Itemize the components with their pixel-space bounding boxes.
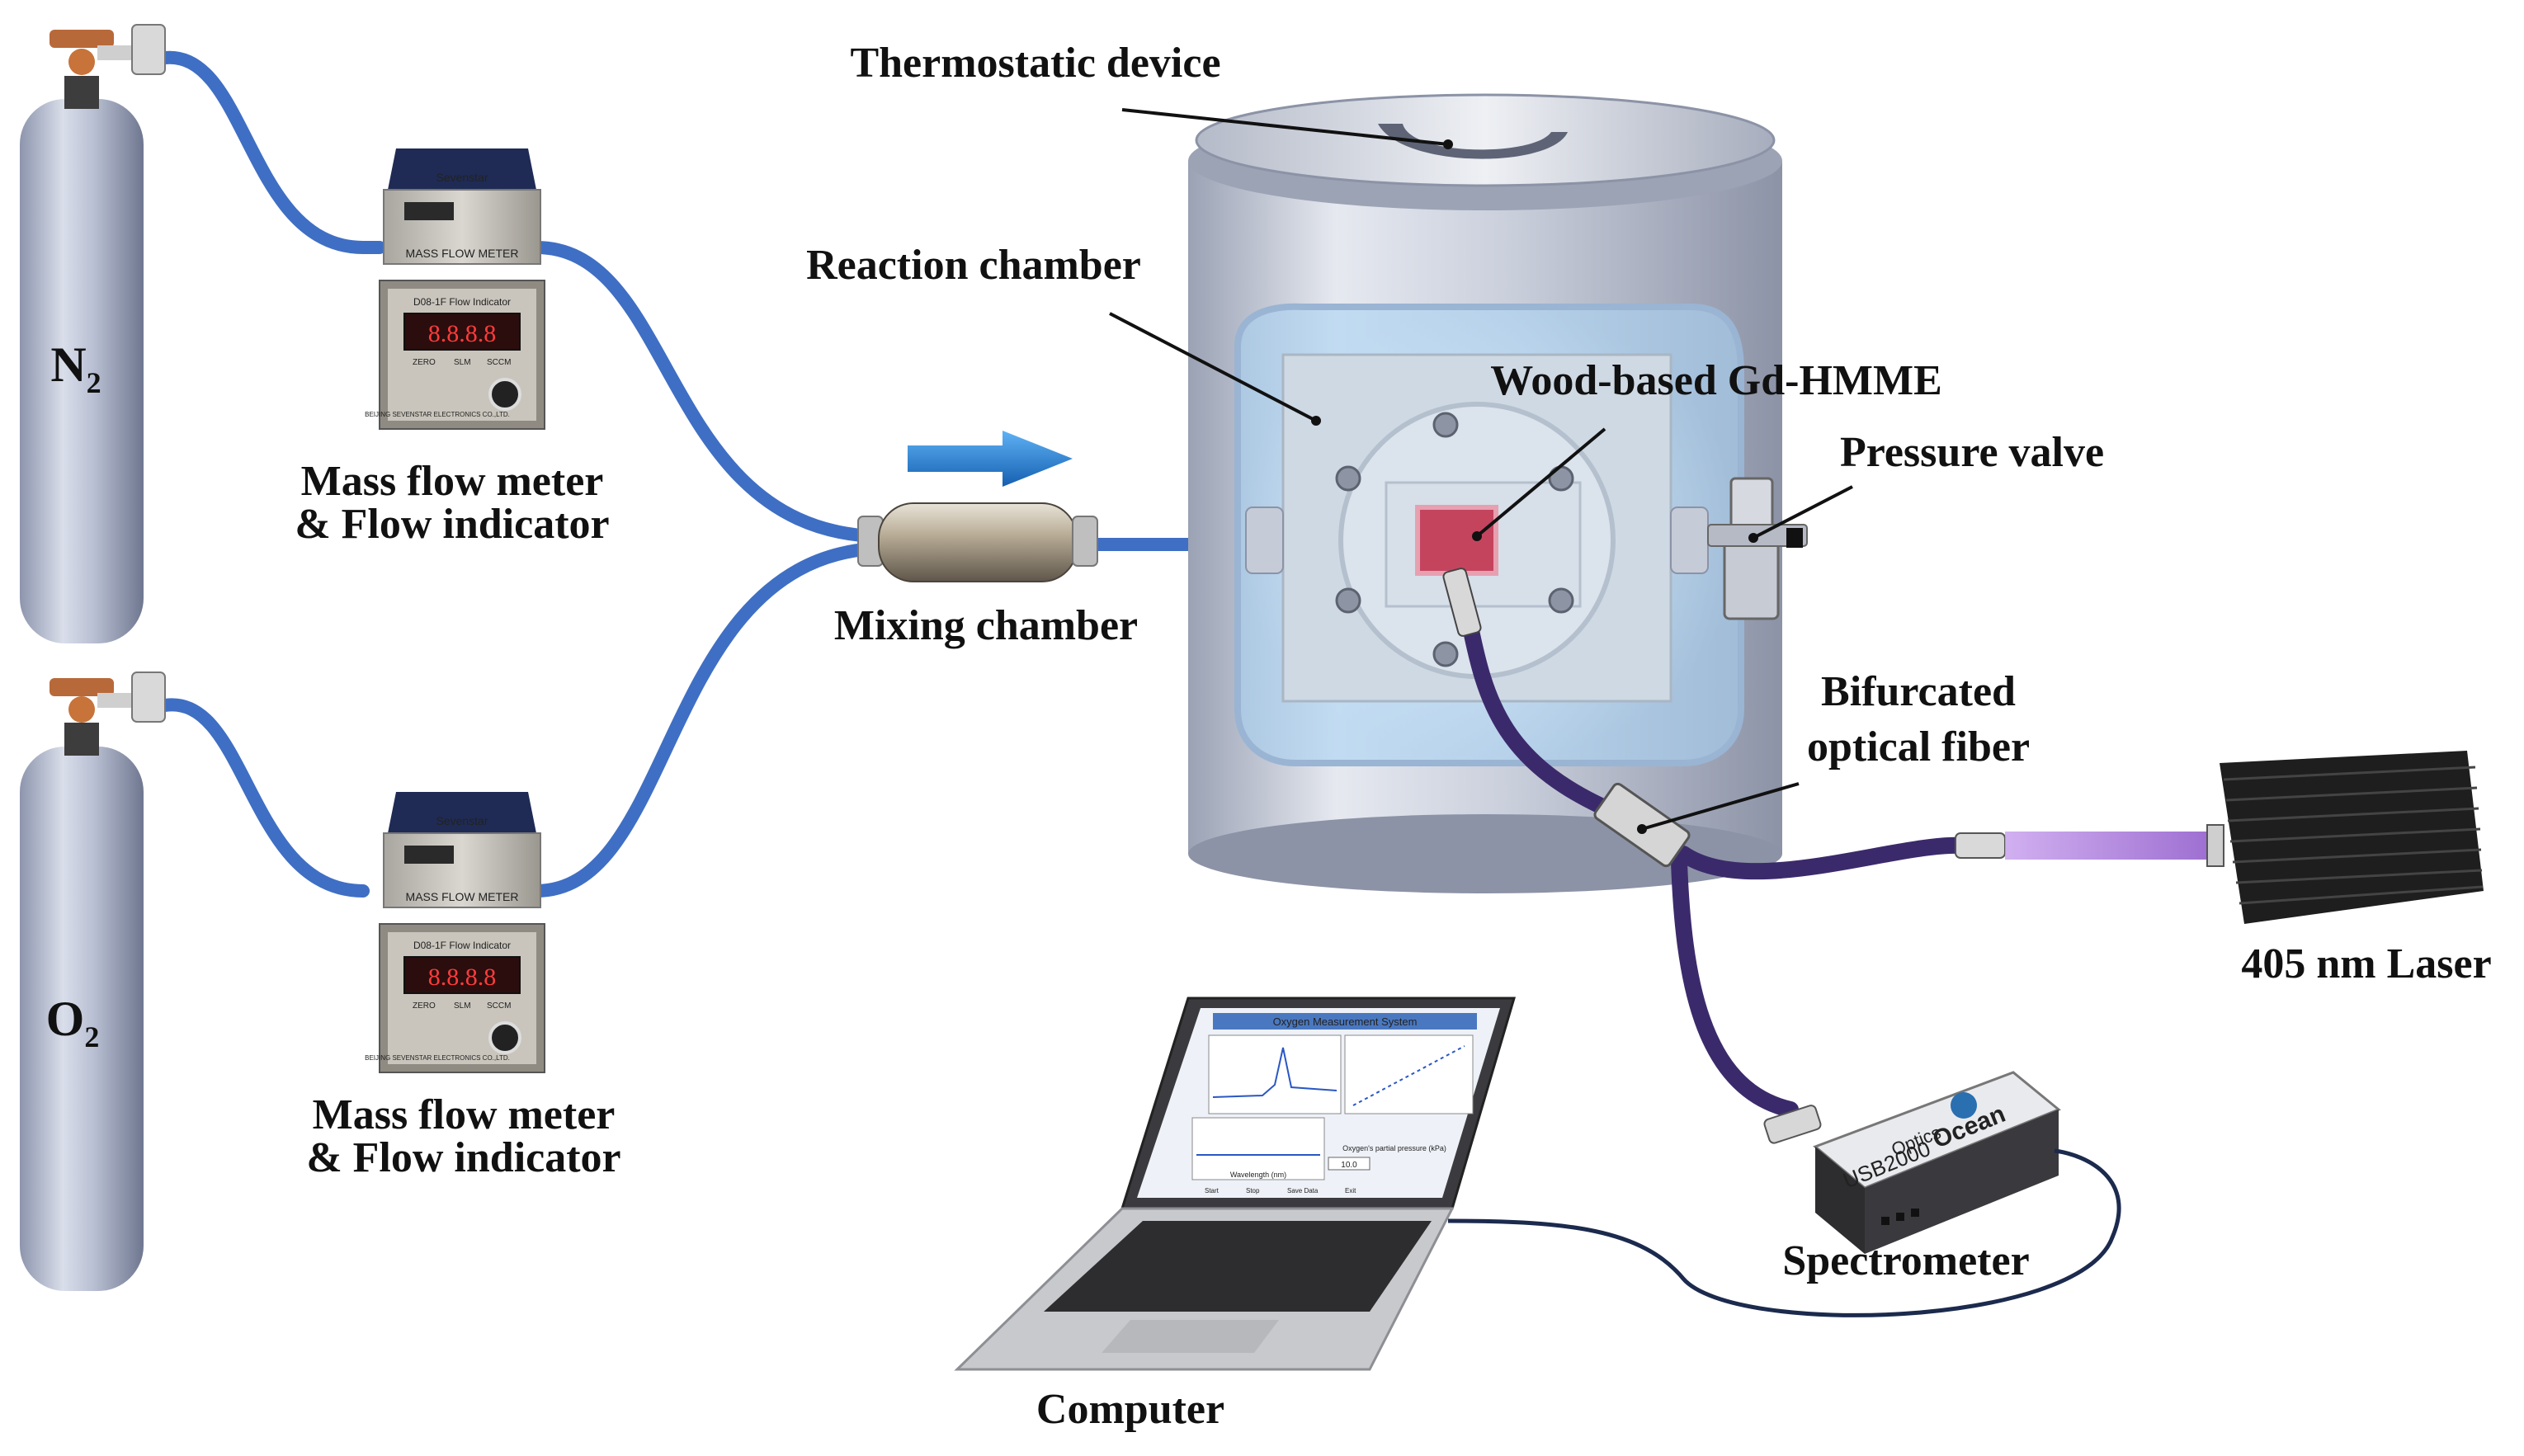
key-slm: SLM	[454, 358, 471, 367]
reaction-chamber-label: Reaction chamber	[806, 242, 1141, 289]
fiber-label-line2: optical fiber	[1807, 723, 2030, 770]
wood-sample-label: Wood-based Gd-HMME	[1490, 357, 1942, 404]
spectrum-plot	[1208, 1034, 1342, 1114]
key-zero: ZERO	[413, 1001, 436, 1011]
software-tab-exit: Exit	[1345, 1187, 1356, 1194]
key-zero: ZERO	[413, 358, 436, 367]
meter-brand: Sevenstar	[436, 171, 488, 184]
gas-cylinder-icon	[20, 747, 144, 1291]
key-sccm: SCCM	[487, 358, 511, 367]
leader-reaction-chamber	[1109, 312, 1317, 422]
indicator-title: D08-1F Flow Indicator	[413, 940, 511, 951]
mass-flow-label-1-line1: Mass flow meter	[301, 458, 604, 505]
mixing-chamber	[857, 502, 1098, 582]
tube-n2-to-meter	[158, 50, 386, 254]
meter-maker: BEIJING SEVENSTAR ELECTRONICS CO.,LTD.	[365, 411, 510, 418]
meter-knob	[488, 1021, 521, 1054]
fiber-probe-branch	[1460, 610, 1634, 825]
software-tab-stop: Stop	[1246, 1187, 1260, 1194]
fiber-laser-branch	[1675, 836, 1972, 880]
meter-knob	[488, 378, 521, 411]
software-title: Oxygen Measurement System	[1273, 1015, 1418, 1028]
o2-label: O2	[46, 992, 100, 1053]
thermostatic-reaction-chamber	[1188, 93, 1808, 893]
laser-label: 405 nm Laser	[2241, 940, 2491, 987]
software-tab-save: Save Data	[1287, 1187, 1319, 1194]
spectrometer-device: Ocean Optics USB2000	[1763, 1071, 2061, 1254]
meter-display: 8.8.8.8	[428, 964, 497, 991]
key-sccm: SCCM	[487, 1001, 511, 1011]
thermostatic-device-label: Thermostatic device	[850, 40, 1220, 87]
flow-arrow-icon	[908, 431, 1073, 487]
laser-module	[1955, 751, 2484, 924]
ocean-optics-logo	[1951, 1092, 1977, 1119]
meter-brand: Sevenstar	[436, 814, 488, 827]
n2-label: N2	[50, 337, 101, 399]
gas-cylinder-icon	[20, 99, 144, 643]
mixing-chamber-label: Mixing chamber	[834, 602, 1138, 649]
calibration-plot	[1344, 1034, 1474, 1114]
software-tab-start: Start	[1205, 1187, 1220, 1194]
tube-meter1-to-mixer	[530, 241, 881, 543]
laptop-icon: Oxygen Measurement System Wavelength (nm…	[954, 997, 1517, 1371]
thermostat-lid	[1195, 93, 1776, 187]
spectrometer-label: Spectrometer	[1782, 1237, 2029, 1284]
mass-flow-label-1-line2: & Flow indicator	[295, 501, 609, 548]
indicator-title: D08-1F Flow Indicator	[413, 296, 511, 308]
leader-thermostat	[1121, 108, 1449, 146]
leader-pressure-valve	[1753, 485, 1853, 540]
time-plot	[1191, 1117, 1325, 1180]
usb-cable	[1447, 1148, 2121, 1317]
computer-label: Computer	[1036, 1386, 1224, 1433]
tube-meter2-to-mixer	[530, 542, 881, 898]
mass-flow-meter-2: Sevenstar MASS FLOW METER D08-1F Flow In…	[365, 792, 545, 1073]
software-readout-value: 10.0	[1341, 1161, 1357, 1170]
tube-o2-to-meter	[158, 698, 370, 898]
fiber-label-line1: Bifurcated	[1821, 668, 2016, 715]
pressure-valve-label: Pressure valve	[1840, 429, 2104, 476]
software-readout-label: Oxygen's partial pressure (kPa)	[1342, 1144, 1446, 1152]
mass-flow-label-2-line1: Mass flow meter	[313, 1091, 616, 1138]
laptop-keyboard	[1044, 1221, 1432, 1312]
fiber-probe	[1442, 568, 1482, 637]
key-slm: SLM	[454, 1001, 471, 1011]
meter-display: 8.8.8.8	[428, 320, 497, 347]
gas-tubing	[158, 50, 1203, 898]
meter-title: MASS FLOW METER	[406, 247, 519, 260]
laser-beam	[2005, 832, 2211, 860]
leader-fiber	[1641, 782, 1800, 831]
laser-module-icon	[2206, 751, 2484, 924]
leader-wood-sample	[1475, 427, 1606, 538]
fiber-spectrometer-branch	[1671, 854, 1799, 1118]
meter-title: MASS FLOW METER	[406, 890, 519, 903]
mass-flow-label-2-line2: & Flow indicator	[306, 1134, 620, 1181]
n2-gas-cylinder: N2	[20, 24, 166, 643]
meter-maker: BEIJING SEVENSTAR ELECTRONICS CO.,LTD.	[365, 1054, 510, 1062]
wood-sample	[1415, 505, 1498, 576]
o2-gas-cylinder: O2	[20, 671, 166, 1291]
optical-fibers	[1460, 610, 1972, 1118]
laptop-trackpad	[1102, 1320, 1279, 1353]
software-xlabel: Wavelength (nm)	[1230, 1171, 1286, 1179]
thermostat-handle	[1378, 124, 1568, 159]
flange-bolts	[1335, 412, 1574, 667]
mass-flow-meter-1: Sevenstar MASS FLOW METER D08-1F Flow In…	[365, 148, 545, 430]
